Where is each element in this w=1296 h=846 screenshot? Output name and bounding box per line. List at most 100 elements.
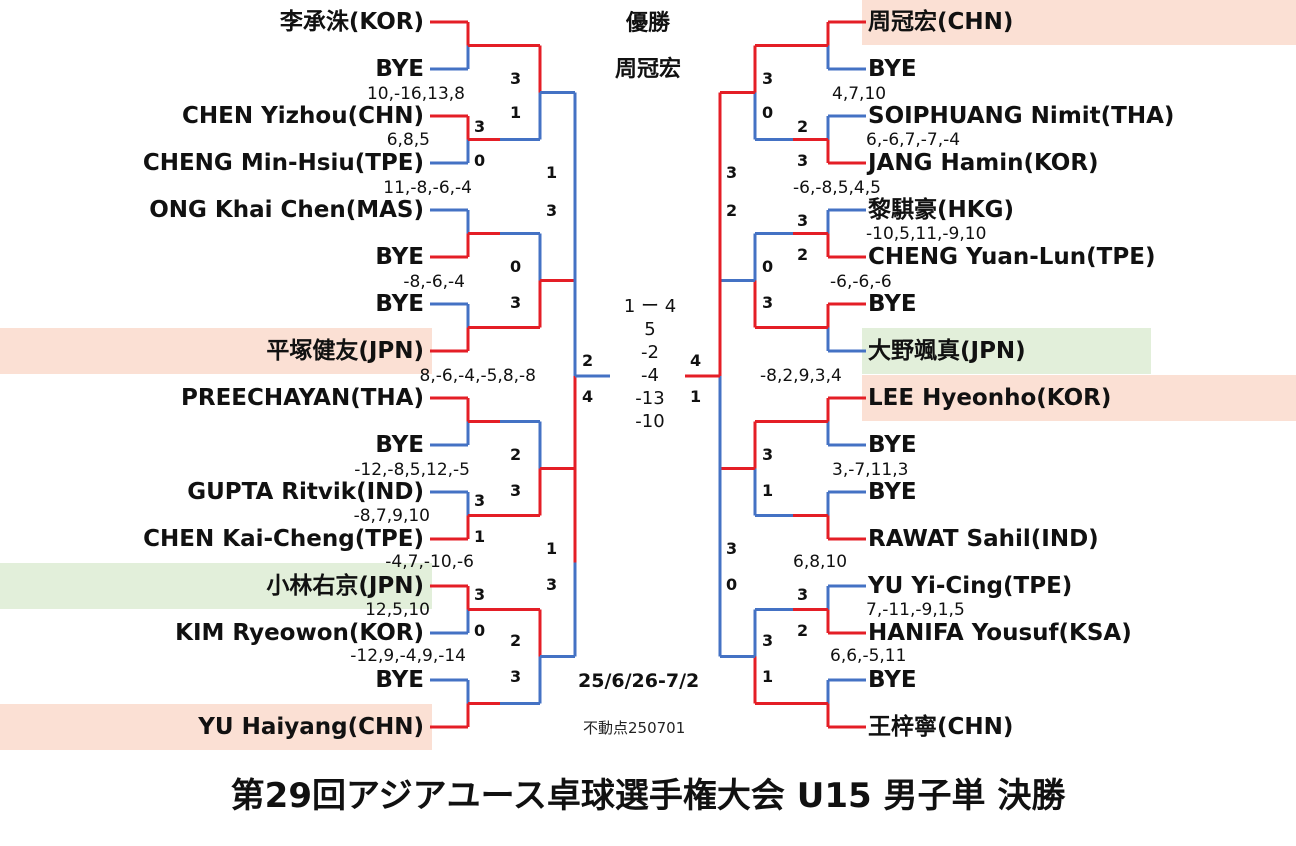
game-count: 2: [797, 621, 809, 640]
player-name: 大野颯真(JPN): [868, 338, 1026, 364]
game-count: 3: [726, 539, 738, 558]
game-count: 1: [690, 387, 702, 406]
final-score-sets: 1 ー 4 5 -2 -4 -13 -10: [590, 295, 710, 433]
final-score-line: -10: [635, 411, 665, 432]
game-count: 4: [690, 351, 702, 370]
set-scores: 4,7,10: [832, 84, 887, 104]
game-count: 1: [474, 527, 486, 546]
game-count: 3: [510, 293, 522, 312]
set-scores: 11,-8,-6,-4: [383, 178, 472, 198]
player-name: BYE: [868, 667, 917, 693]
game-count: 1: [510, 103, 522, 122]
player-name: 小林右京(JPN): [266, 573, 424, 599]
player-name: CHEN Kai-Cheng(TPE): [143, 526, 424, 552]
player-name: YU Yi-Cing(TPE): [868, 573, 1073, 599]
player-name: LEE Hyeonho(KOR): [868, 385, 1112, 411]
game-count: 1: [762, 481, 774, 500]
player-name: KIM Ryeowon(KOR): [175, 620, 424, 646]
player-name: CHENG Min-Hsiu(TPE): [142, 150, 424, 176]
game-count: 0: [762, 257, 774, 276]
set-scores: 10,-16,13,8: [366, 84, 465, 104]
player-highlight: [862, 0, 1296, 45]
set-scores: -6,-8,5,4,5: [793, 178, 881, 198]
game-count: 1: [762, 667, 774, 686]
game-count: 4: [582, 387, 594, 406]
game-count: 3: [762, 293, 774, 312]
game-count: 3: [726, 163, 738, 182]
player-name: 黎騏豪(HKG): [868, 197, 1014, 223]
set-scores: -8,-6,-4: [403, 272, 465, 292]
set-scores: 6,6,-5,11: [830, 646, 907, 666]
game-count: 3: [762, 69, 774, 88]
final-score-line: -13: [635, 388, 665, 409]
game-count: 3: [546, 201, 558, 220]
player-name: BYE: [868, 291, 917, 317]
game-count: 3: [797, 585, 809, 604]
player-highlight: [862, 328, 1151, 374]
player-highlight: [0, 328, 432, 374]
game-count: 3: [797, 151, 809, 170]
final-score-line: -4: [641, 365, 659, 386]
game-count: 3: [797, 211, 809, 230]
player-name: BYE: [375, 56, 424, 82]
set-scores: -8,2,9,3,4: [760, 366, 842, 386]
champion-name: 周冠宏: [614, 57, 681, 82]
player-highlight: [0, 704, 432, 750]
set-scores: 6,-6,7,-7,-4: [866, 130, 961, 150]
player-name: BYE: [868, 479, 917, 505]
game-count: 3: [546, 575, 558, 594]
game-count: 1: [546, 163, 558, 182]
player-name: 周冠宏(CHN): [868, 9, 1014, 35]
set-scores: -12,-8,5,12,-5: [354, 460, 470, 480]
set-scores: -10,5,11,-9,10: [866, 224, 987, 244]
game-count: 0: [510, 257, 522, 276]
game-count: 3: [510, 69, 522, 88]
set-scores: 8,-6,-4,-5,8,-8: [419, 366, 536, 386]
player-name: CHENG Yuan-Lun(TPE): [868, 244, 1156, 270]
game-count: 0: [474, 621, 486, 640]
game-count: 0: [474, 151, 486, 170]
credit-note: 不動点250701: [583, 719, 686, 737]
player-highlight: [862, 375, 1296, 421]
set-scores: -12,9,-4,9,-14: [350, 646, 466, 666]
player-name: BYE: [375, 432, 424, 458]
game-count: 0: [762, 103, 774, 122]
page-title: 第29回アジアユース卓球選手権大会 U15 男子単 決勝: [230, 776, 1066, 816]
set-scores: 6,8,5: [386, 130, 430, 150]
player-name: YU Haiyang(CHN): [198, 714, 424, 740]
set-scores: 7,-11,-9,1,5: [866, 600, 965, 620]
player-name: BYE: [375, 291, 424, 317]
game-count: 2: [797, 117, 809, 136]
player-name: CHEN Yizhou(CHN): [182, 103, 424, 129]
game-count: 2: [726, 201, 738, 220]
final-score-line: -2: [641, 342, 659, 363]
game-count: 0: [726, 575, 738, 594]
game-count: 3: [762, 631, 774, 650]
player-name: HANIFA Yousuf(KSA): [868, 620, 1132, 646]
player-name: 平塚健友(JPN): [266, 338, 424, 364]
player-name: BYE: [375, 667, 424, 693]
game-count: 1: [546, 539, 558, 558]
game-count: 2: [510, 445, 522, 464]
player-name: BYE: [868, 56, 917, 82]
player-name: RAWAT Sahil(IND): [868, 526, 1099, 552]
champion-label: 優勝: [625, 11, 670, 36]
game-count: 3: [762, 445, 774, 464]
player-name: SOIPHUANG Nimit(THA): [868, 103, 1175, 129]
player-name: ONG Khai Chen(MAS): [149, 197, 424, 223]
player-name: BYE: [375, 244, 424, 270]
set-scores: 12,5,10: [365, 600, 430, 620]
game-count: 3: [474, 585, 486, 604]
set-scores: -8,7,9,10: [353, 506, 430, 526]
set-scores: 6,8,10: [793, 552, 848, 572]
game-count: 2: [510, 631, 522, 650]
set-scores: -6,-6,-6: [830, 272, 892, 292]
game-count: 2: [582, 351, 594, 370]
game-count: 3: [474, 491, 486, 510]
tournament-dates: 25/6/26-7/2: [578, 670, 700, 692]
player-name: JANG Hamin(KOR): [868, 150, 1099, 176]
set-scores: 3,-7,11,3: [832, 460, 909, 480]
set-scores: -4,7,-10,-6: [385, 552, 474, 572]
game-count: 3: [474, 117, 486, 136]
